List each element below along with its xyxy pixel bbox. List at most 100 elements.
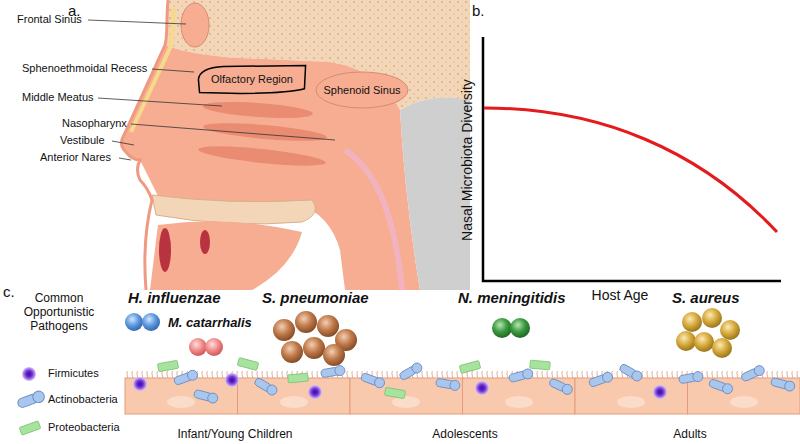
anatomy-label: Middle Meatus [22,91,94,104]
tooth-root [159,228,171,272]
age-group-label: Adults [673,428,706,442]
legend-label: Firmicutes [48,367,99,380]
anatomy-label: Sphenoethmoidal Recess [22,62,147,75]
anatomy-label: Nasopharynx [62,117,127,130]
m-catarrhalis-cell [189,338,207,356]
legend-symbols [22,367,36,381]
anatomy-label: Vestibule [60,134,105,147]
oral-tissue [150,221,302,290]
pathogen-name: M. catarrhalis [168,316,252,331]
legend-label: Proteobacteria [48,421,120,434]
turbinate [203,120,328,145]
s-pneumoniae-cell [303,337,325,359]
microbiota [360,372,386,390]
turbinate [198,142,327,169]
pathogen-name: N. meningitidis [458,289,566,306]
microbiota [435,377,460,391]
nasal-anatomy [121,0,470,290]
region-border [198,65,305,93]
sphenoid-sinus [316,72,408,108]
axis-label: Nasal Microbiota Diversity [459,79,475,241]
s-aureus-cell [712,338,732,358]
epithelium [617,396,645,408]
microbiota [237,358,258,371]
s-pneumoniae-cell [295,311,317,333]
microbiota [173,369,199,387]
m-catarrhalis-cell [205,338,223,356]
microbiota [530,360,551,370]
s-pneumoniae-cell [317,315,339,337]
palate [152,195,315,224]
epithelium [280,396,308,408]
legend-symbols [16,389,46,409]
leader-lines [119,158,131,160]
microbiota [320,365,345,379]
n-meningitidis-cell [492,318,512,338]
microbiota [708,378,734,396]
microbiota [288,373,309,383]
microbiota [508,368,534,384]
region-outline: Olfactory Region [195,64,309,95]
tooth-root [200,230,210,254]
age-group-label: Adolescents [432,428,497,442]
epithelium [238,378,351,414]
panel-letter: b. [472,2,485,19]
pathogens [125,308,740,366]
s-aureus-cell [682,312,702,332]
panel-letter: c. [3,283,15,300]
microbiota [225,373,239,387]
legend-symbols [16,367,46,435]
axes [483,37,781,281]
microbiota [384,387,405,398]
s-pneumoniae-cell [323,344,345,366]
epithelium [730,396,758,408]
legend-label: Actinobacteria [48,393,118,406]
microbiota [475,381,489,395]
microbiota [618,362,644,383]
legend-symbols [19,421,41,435]
leader-lines [88,20,335,160]
epithelium [392,396,420,408]
leader-lines [88,20,186,24]
s-pneumoniae-cell [281,341,303,363]
n-meningitidis-cell [510,318,530,338]
microbiota [653,385,667,399]
epithelium [125,371,800,414]
microbiota [133,358,796,405]
s-aureus-cell [702,308,722,328]
frontal-sinus [181,3,209,47]
turbinate [203,99,314,121]
leader-lines [112,141,134,145]
pharynx-wall [345,150,402,290]
microbiota [459,361,480,374]
microbiota [253,376,279,397]
leader-lines [98,98,222,106]
microbiota [678,371,703,385]
age-group-label: Infant/Young Children [178,428,293,442]
microbiota [740,364,766,383]
h-influenzae-cell [142,313,160,331]
leader-lines [152,69,194,72]
pathogen-name: H. influenzae [128,289,221,306]
region-label: Olfactory Region [211,73,293,86]
legend-heading: Common Opportunistic Pathogens [14,292,104,333]
epithelium [167,396,195,408]
microbiota [548,377,574,396]
anatomy-label: Anterior Nares [40,151,111,164]
diversity-chart [483,37,781,281]
anatomy-label: Frontal Sinus [17,13,82,26]
h-influenzae-cell [125,313,143,331]
s-aureus-cell [676,331,696,351]
microbiota [398,361,424,382]
diversity-curve [484,108,777,232]
microbiota [308,385,322,399]
axis-label: Host Age [592,287,649,303]
face-profile [121,0,168,290]
pathogen-name: S. pneumoniae [262,289,369,306]
s-aureus-cell [694,332,714,352]
epithelium [350,378,463,414]
s-aureus-cell [720,320,740,340]
leader-lines [131,124,335,140]
pathogen-name: S. aureus [672,289,740,306]
anatomy-label: Sphenoid Sinus [323,84,400,97]
